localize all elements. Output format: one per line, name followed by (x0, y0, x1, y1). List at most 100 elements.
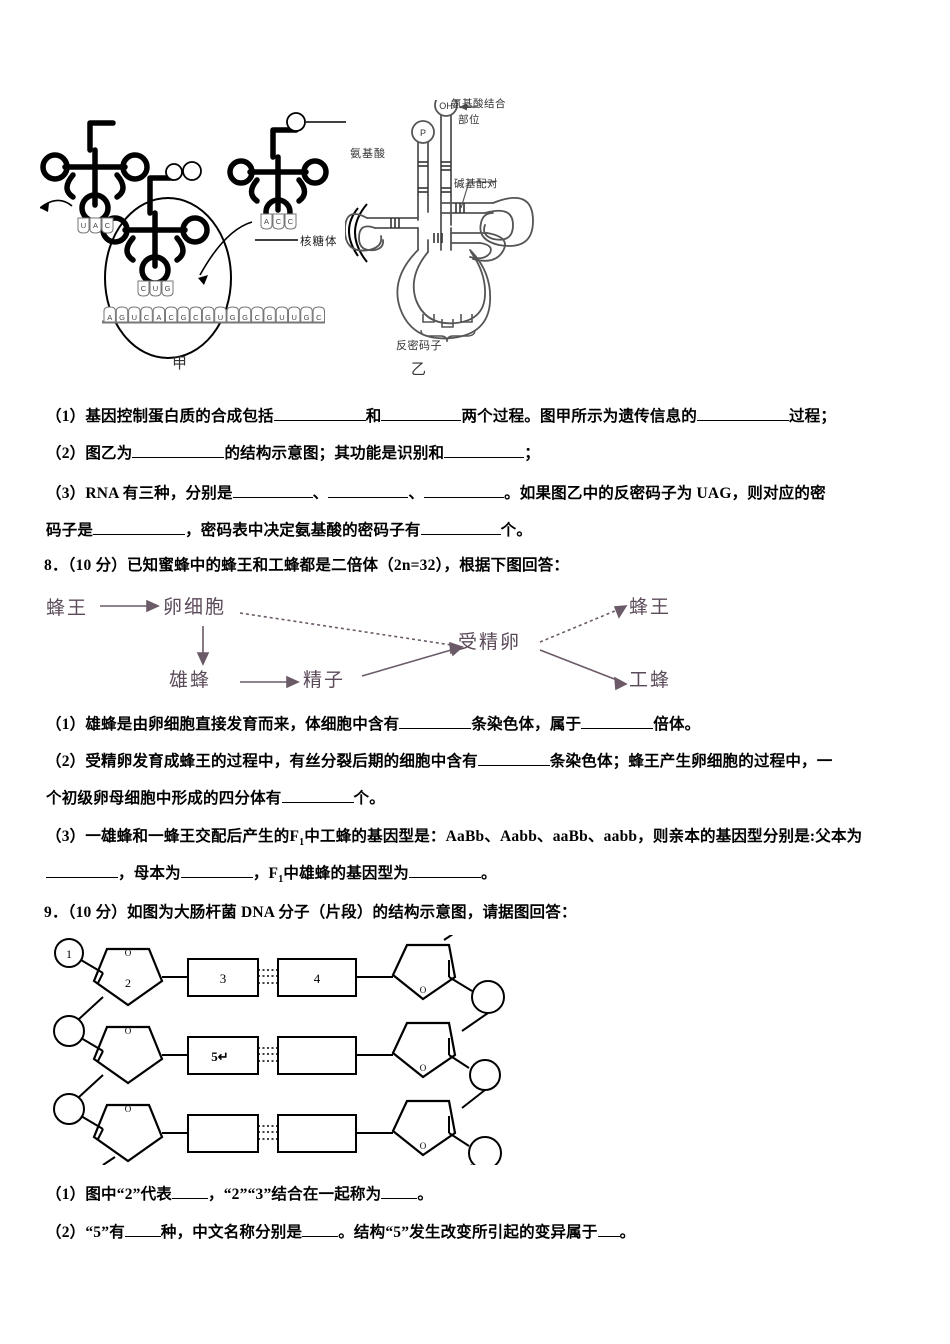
trna-anticodon-box (260, 213, 273, 230)
mrna-base-letter: U (279, 313, 284, 322)
q8-item2-d: 个。 (353, 790, 385, 807)
q8-blank-3[interactable] (477, 765, 550, 766)
q7-item2-c: ； (524, 445, 540, 462)
q9-item2: （2）“5”有种，中文名称分别是。结构“5”发生改变所引起的变异属于。 (46, 1220, 635, 1242)
label-amino-acid-binding-site-line1: 氨基酸结合 (451, 99, 506, 110)
bee-queen-start: 蜂王 (46, 598, 89, 619)
q8-item3-d: ， (252, 865, 269, 882)
q7-item1-a: （1）基因控制蛋白质的合成包括 (46, 408, 274, 425)
q7-item3-line2: 码子是，密码表中决定氨基酸的密码子有个。 (46, 518, 532, 540)
svg-text:O: O (420, 985, 427, 995)
q7-blank-5[interactable] (444, 457, 525, 458)
q8-item3-b: 中工蜂的基因型是：AaBb、Aabb、aaBb、aabb，则亲本的基因型分别是:… (304, 828, 863, 845)
mrna-base-letter: A (107, 313, 112, 322)
q7-item3-d: ，密码表中决定氨基酸的密码子有 (185, 522, 421, 539)
mrna-base-letter: G (119, 313, 125, 322)
q8-item2-a: （2）受精卵发育成蜂王的过程中，有丝分裂后期的细胞中含有 (46, 753, 478, 770)
q8-item2-b: 条染色体；蜂王产生卵细胞的过程中，一 (549, 753, 833, 770)
q7-item2: （2）图乙为的结构示意图；其功能是识别和； (46, 441, 540, 463)
trna-anticodon-box (77, 217, 90, 234)
q8-header: 8．（10 分）已知蜜蜂中的蜂王和工蜂都是二倍体（2n=32），根据下图回答： (44, 557, 570, 574)
figure-yi-trna: OH P (345, 100, 605, 355)
q8-blank-5[interactable] (46, 877, 118, 878)
q7-sep-2: 、 (408, 485, 425, 502)
bee-worker-out: 工蜂 (629, 670, 672, 691)
mrna-base-letter: C (193, 313, 199, 322)
q7-blank-9[interactable] (93, 534, 186, 535)
label-amino-acid-binding-site-line2: 部位 (458, 115, 480, 126)
q9-blank-1[interactable] (172, 1198, 209, 1199)
q7-item2-a: （2）图乙为 (46, 445, 133, 462)
bee-drone: 雄蜂 (169, 670, 212, 691)
mrna-base-box (128, 306, 141, 323)
mrna-base-box (238, 306, 252, 323)
mrna-base-letter: C (168, 313, 174, 322)
svg-text:O: O (125, 1104, 132, 1114)
trna-anticodon-letter: C (276, 217, 282, 226)
q7-item1-c: 两个过程。图甲所示为遗传信息的 (461, 408, 697, 425)
q9-blank-3[interactable] (124, 1236, 161, 1237)
q7-blank-3[interactable] (696, 420, 789, 421)
q8-item2-c: 个初级卵母细胞中形成的四分体有 (46, 790, 282, 807)
figure-bee-lifecycle (40, 580, 740, 700)
mrna-base-box (288, 306, 301, 323)
q8-blank-2[interactable] (581, 728, 654, 729)
mrna-base-letter: U (218, 313, 223, 322)
q9-blank-4[interactable] (302, 1236, 339, 1237)
q7-item3-a: （3）RNA 有三种，分别是 (46, 485, 233, 502)
q8-blank-4[interactable] (281, 802, 354, 803)
trna-anticodon-box (101, 217, 114, 234)
mrna-base-box (214, 306, 227, 323)
mrna-base-box (263, 306, 276, 323)
q9-item2-b: 种，中文名称分别是 (160, 1224, 303, 1241)
q7-blank-2[interactable] (381, 420, 462, 421)
q7-blank-4[interactable] (132, 457, 225, 458)
q7-item3-b: 。如果图乙中的反密码子为 UAG，则对应的密 (504, 485, 826, 502)
mrna-base-box (140, 306, 153, 323)
q8-blank-6[interactable] (180, 877, 253, 878)
q9-item2-c: 。结构“5”发生改变所引起的变异属于 (338, 1224, 598, 1241)
q7-blank-1[interactable] (273, 420, 366, 421)
mrna-base-letter: G (242, 313, 248, 322)
q9-blank-2[interactable] (381, 1198, 418, 1199)
q7-blank-8[interactable] (424, 497, 505, 498)
trna-anticodon-letter: U (81, 221, 86, 230)
q8-item1-c: 倍体。 (653, 716, 701, 733)
mrna-base-letter: C (255, 313, 261, 322)
mrna-base-letter: U (132, 313, 137, 322)
q9-item2-d: 。 (619, 1224, 636, 1241)
q9-blank-5[interactable] (597, 1236, 620, 1237)
q8-blank-1[interactable] (399, 728, 472, 729)
bee-sperm: 精子 (303, 670, 346, 691)
q7-blank-10[interactable] (420, 534, 501, 535)
mrna-base-box (189, 306, 202, 323)
q8-item3-c: ，母本为 (118, 865, 181, 882)
trna-anticodon-letter: G (165, 284, 171, 293)
q8-item3-f1-sub: 1 (299, 837, 305, 849)
q9-item1-b: ，“2”“3”结合在一起称为 (208, 1186, 382, 1203)
mrna-base-box (226, 306, 239, 323)
label-anticodon: 反密码子 (396, 340, 442, 352)
q8-blank-7[interactable] (409, 877, 481, 878)
q9-item1: （1）图中“2”代表 ，“2”“3”结合在一起称为 。 (46, 1182, 433, 1204)
trna-anticodon-box (149, 280, 162, 297)
caption-jia: 甲 (172, 356, 188, 372)
trna-anticodon-letter: A (93, 221, 98, 230)
q8-item3-a: （3）一雄蜂和一蜂王交配后产生的 (46, 828, 290, 845)
mrna-base-box (152, 306, 166, 323)
q7-blank-7[interactable] (328, 497, 409, 498)
mrna-base-letter: C (316, 313, 322, 322)
q8-item3-f1b-sub: 1 (278, 874, 284, 886)
label-base-pairing: 碱基配对 (454, 179, 498, 190)
q8-item1-a: （1）雄蜂是由卵细胞直接发育而来，体细胞中含有 (46, 716, 400, 733)
trna-anticodon-letter: U (153, 284, 158, 293)
q7-blank-6[interactable] (232, 497, 313, 498)
q8-item3-e: 中雄蜂的基因型为 (283, 865, 409, 882)
q8-item2-line1: （2）受精卵发育成蜂王的过程中，有丝分裂后期的细胞中含有 条染色体；蜂王产生卵细胞… (46, 749, 832, 771)
q9-item1-a: （1）图中“2”代表 (46, 1186, 173, 1203)
dna-label-dna-l4: 4 (314, 971, 321, 986)
q9-item1-c: 。 (417, 1186, 434, 1203)
yi-oh-label: OH (439, 101, 453, 111)
